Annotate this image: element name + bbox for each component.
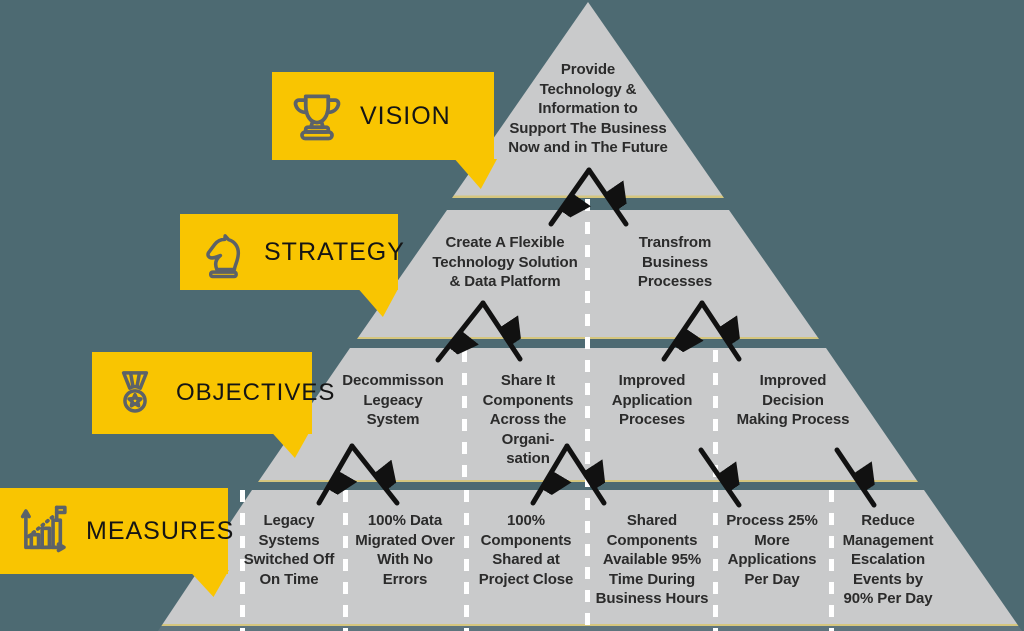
divider-objectives-1 (462, 350, 467, 482)
objective-item-4: Improved Decision Making Process (736, 372, 850, 428)
divider-measures-0 (240, 490, 245, 631)
objectives-label: OBJECTIVES (176, 379, 336, 406)
vision-label-bubble: VISION (272, 72, 494, 160)
divider-measures-4 (713, 490, 718, 631)
arrow-vision-strategy-left (548, 167, 592, 227)
vision-statement: Provide Technology & Information to Supp… (508, 61, 668, 156)
arrow-vision-strategy-right (586, 167, 626, 227)
arrow-obj2-m4 (564, 443, 604, 506)
vision-label: VISION (360, 101, 451, 130)
chess-knight-icon (206, 234, 241, 279)
arrow-obj4-m6 (834, 447, 874, 508)
objective-item-1: Decommisson Legeacy System (342, 372, 444, 428)
measures-label-bubble: MEASURES (0, 488, 233, 574)
measure-item-3: 100% Components Shared at Project Close (478, 512, 574, 588)
divider-center (585, 199, 590, 631)
strategy-item-2: Transfrom Business Processes (637, 234, 713, 290)
measure-item-5: Process 25% More Applications Per Day (726, 512, 818, 588)
arrow-strategy2-obj4 (699, 300, 739, 362)
measure-item-1: Legacy Systems Switched Off On Time (243, 512, 335, 588)
arrow-obj1-m2 (349, 443, 397, 506)
trophy-icon (293, 94, 341, 141)
objective-item-2: Share It Components Across the Organi- s… (482, 372, 574, 467)
measure-item-6: Reduce Management Escalation Events by 9… (842, 512, 934, 607)
arrow-strategy1-obj2 (480, 300, 520, 362)
arrow-strategy2-obj3 (661, 300, 705, 362)
objective-item-3: Improved Application Proceses (611, 372, 693, 428)
measure-item-4: Shared Components Available 95% Time Dur… (595, 512, 709, 607)
arrow-obj2-m3 (530, 443, 567, 506)
strategy-label-bubble: STRATEGY (180, 214, 404, 290)
arrow-obj1-m1 (316, 443, 352, 506)
strategy-label: STRATEGY (264, 237, 405, 266)
arrow-strategy1-obj1 (435, 300, 486, 363)
medal-icon (121, 371, 149, 413)
divider-objectives-3 (713, 350, 718, 482)
objectives-label-bubble: OBJECTIVES (92, 352, 334, 434)
arrow-obj3-m5 (698, 447, 739, 508)
measure-item-2: 100% Data Migrated Over With No Errors (355, 512, 455, 588)
divider-measures-2 (464, 490, 469, 631)
measures-label: MEASURES (86, 516, 235, 545)
strategy-item-1: Create A Flexible Technology Solution & … (432, 234, 578, 290)
divider-measures-5 (829, 490, 834, 631)
bar-chart-icon (20, 505, 67, 553)
divider-measures-1 (343, 490, 348, 631)
